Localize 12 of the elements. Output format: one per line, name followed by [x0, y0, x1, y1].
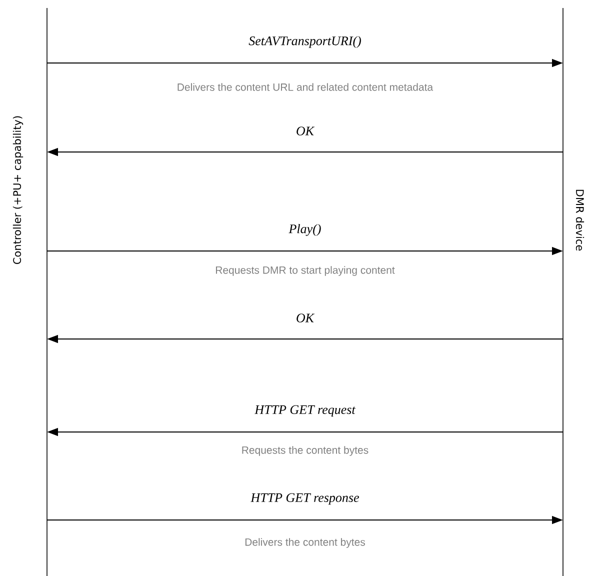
description-text: Delivers the content bytes [245, 538, 365, 548]
lifeline: Controller (+PU+ capability) [12, 8, 48, 576]
message-label: OK [294, 312, 316, 324]
message-label: SetAVTransportURI() [248, 35, 362, 49]
description-text: Requests the content bytes [242, 446, 368, 456]
message-label: Play() [288, 223, 322, 237]
lifeline: DMR device [562, 8, 584, 576]
message-label: HTTP GET request [254, 404, 356, 418]
description-text: Requests DMR to start playing content [216, 266, 395, 276]
message-label: OK [294, 126, 316, 136]
description-text: Delivers the content URL and related content metadata [178, 83, 434, 91]
message-label: HTTP GET response [250, 492, 360, 506]
